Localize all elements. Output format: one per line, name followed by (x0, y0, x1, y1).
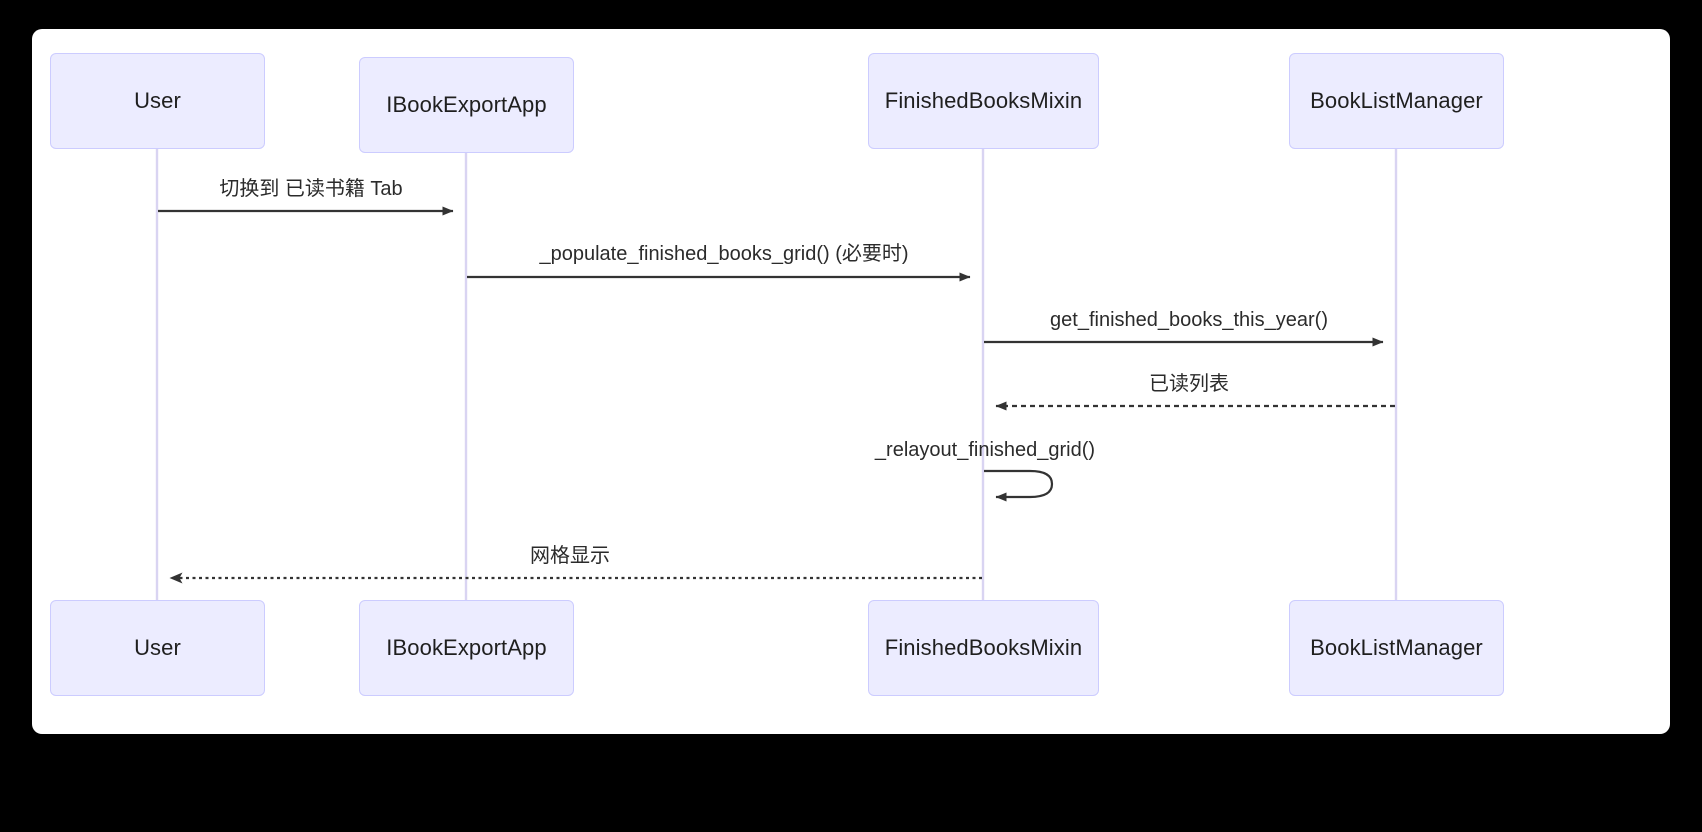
participant-label-mixin: FinishedBooksMixin (884, 88, 1083, 113)
participant-label-user: User (134, 88, 181, 113)
participant-box-app-bottom[interactable]: IBookExportApp (359, 600, 574, 696)
participant-box-app[interactable]: IBookExportApp (359, 57, 574, 153)
participant-box-user[interactable]: User (50, 53, 265, 149)
participant-label-user-bottom: User (134, 635, 181, 660)
participant-box-user-bottom[interactable]: User (50, 600, 265, 696)
message-label-6: 网格显示 (530, 545, 610, 567)
participant-label-booklist-bottom: BookListManager (1310, 635, 1483, 660)
participant-box-mixin[interactable]: FinishedBooksMixin (868, 53, 1099, 149)
participant-label-booklist: BookListManager (1310, 88, 1483, 113)
participant-box-booklist[interactable]: BookListManager (1289, 53, 1504, 149)
message-label-5: _relayout_finished_grid() (874, 439, 1096, 461)
participant-label-app: IBookExportApp (386, 92, 547, 117)
message-label-2: _populate_finished_books_grid() (必要时) (539, 243, 909, 265)
message-label-3: get_finished_books_this_year() (1050, 309, 1328, 331)
participant-box-booklist-bottom[interactable]: BookListManager (1289, 600, 1504, 696)
participant-label-app-bottom: IBookExportApp (386, 635, 547, 660)
message-label-4: 已读列表 (1149, 373, 1229, 395)
message-label-1: 切换到 已读书籍 Tab (219, 178, 403, 200)
participant-box-mixin-bottom[interactable]: FinishedBooksMixin (868, 600, 1099, 696)
participant-label-mixin-bottom: FinishedBooksMixin (884, 635, 1083, 660)
